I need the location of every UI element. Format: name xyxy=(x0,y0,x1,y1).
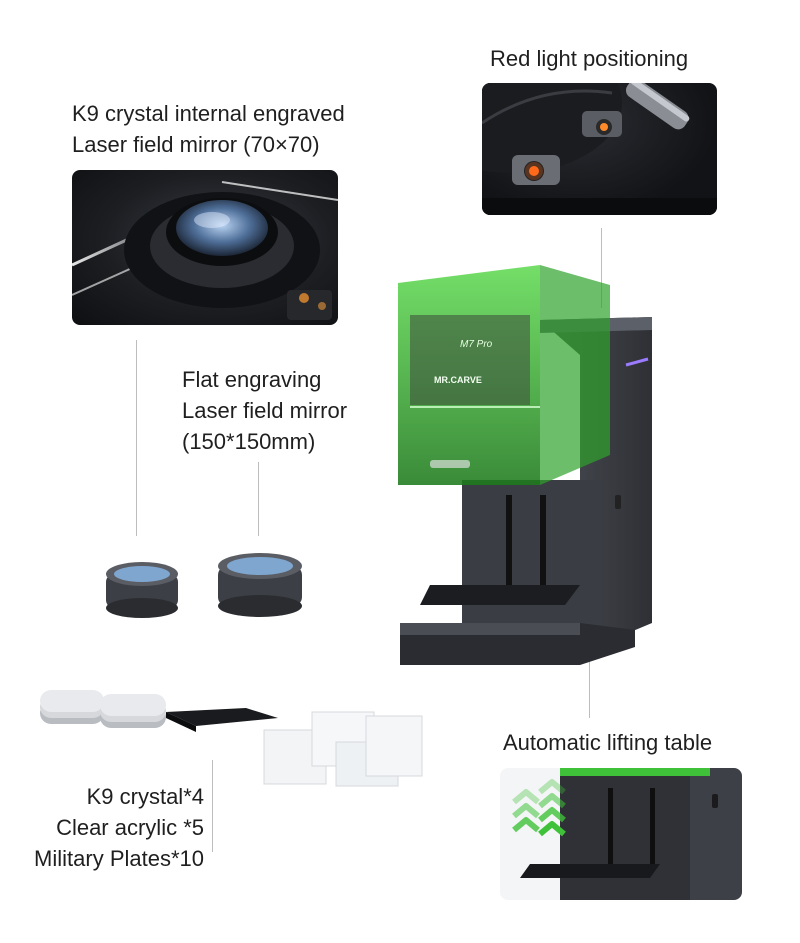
model-badge: M7 Pro xyxy=(460,339,493,350)
k9-mirror-label: K9 crystal internal engraved Laser field… xyxy=(72,98,345,160)
acrylic-sheet xyxy=(166,708,278,732)
leader-accessories xyxy=(212,760,213,852)
lens-closeup-illustration xyxy=(72,181,338,320)
lens-large xyxy=(218,553,302,617)
accessories-label: K9 crystal*4 Clear acrylic *5 Military P… xyxy=(34,781,204,874)
k9-crystal-blocks xyxy=(263,711,423,787)
leader-flat-mirror xyxy=(258,462,259,536)
lifting-table-illustration xyxy=(512,768,742,900)
k9-mirror-label-line2: Laser field mirror (70×70) xyxy=(72,132,320,157)
accessories-label-line2: Clear acrylic *5 xyxy=(56,815,204,840)
up-arrows-icon xyxy=(512,779,566,837)
field-mirror-lenses xyxy=(106,553,302,618)
accessories-label-line1: K9 crystal*4 xyxy=(86,784,204,809)
flat-mirror-label-line2: Laser field mirror xyxy=(182,398,348,423)
brand-badge: MR.CARVE xyxy=(434,375,482,385)
flat-mirror-label: Flat engraving Laser field mirror (150*1… xyxy=(182,364,347,457)
red-light-illustration xyxy=(482,83,717,215)
lifting-table-photo xyxy=(500,768,742,900)
laser-engraver-machine: M7 Pro MR.CARVE xyxy=(398,265,652,665)
leader-red-light xyxy=(601,228,602,308)
accessories-illustration xyxy=(40,690,423,787)
lifting-table-label: Automatic lifting table xyxy=(503,730,713,755)
flat-mirror-label-line3: (150*150mm) xyxy=(182,429,316,454)
accessories-label-line3: Military Plates*10 xyxy=(34,846,204,871)
leader-k9-mirror xyxy=(136,340,137,536)
lens-closeup-photo xyxy=(72,170,338,325)
military-plates xyxy=(40,690,166,728)
red-light-photo xyxy=(482,83,717,215)
lens-small xyxy=(106,562,178,618)
red-light-label: Red light positioning xyxy=(490,46,689,71)
flat-mirror-label-line1: Flat engraving xyxy=(182,367,322,392)
k9-mirror-label-line1: K9 crystal internal engraved xyxy=(72,101,345,126)
leader-lifting-table xyxy=(589,648,590,718)
